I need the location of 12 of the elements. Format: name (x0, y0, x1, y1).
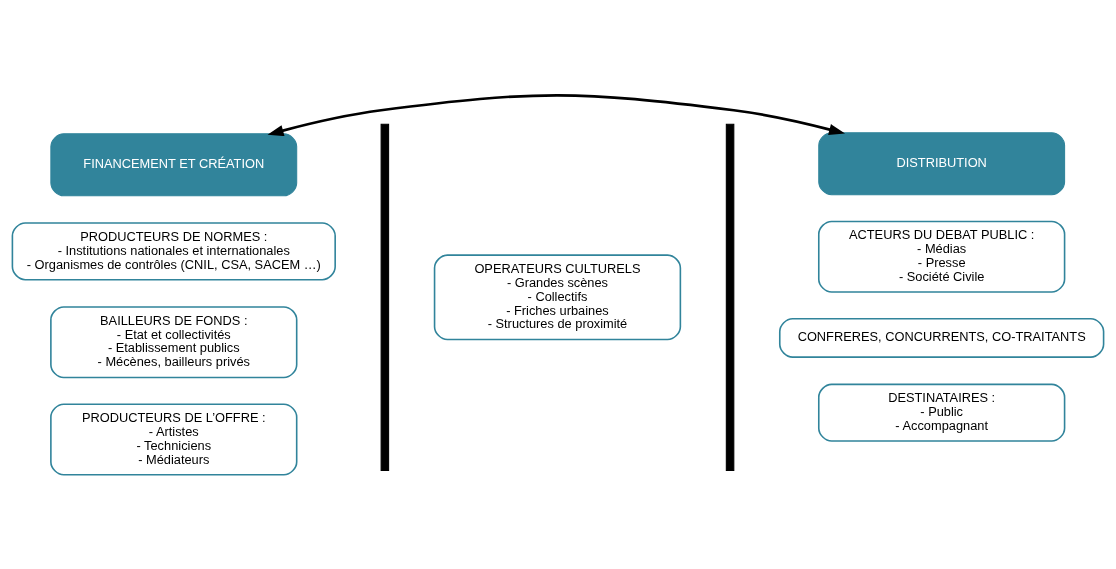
node-box: PRODUCTEURS DE L’OFFRE : - Artistes - Techniciens - Médiateurs (50, 402, 298, 476)
arrow (267, 93, 846, 136)
node-box: ACTEURS DU DEBAT PUBLIC : - Médias - Presse - Société Civile (818, 220, 1066, 293)
node-bar (725, 123, 735, 471)
node-box: DISTRIBUTION (818, 131, 1066, 195)
node-bar (380, 123, 390, 471)
node-box: PRODUCTEURS DE NORMES : - Institutions nationales et internationales - Organismes de contrôles (CNIL, CSA, SACEM …) (11, 221, 336, 280)
node-box: CONFRERES, CONCURRENTS, CO-TRAITANTS (778, 317, 1105, 358)
node-box: BAILLEURS DE FONDS : - Etat et collectivités - Etablissement publics - Mécènes, bailleurs privés (50, 305, 298, 378)
node-box: OPERATEURS CULTURELS - Grandes scènes - Collectifs - Friches urbaines - Structures de proximité (433, 253, 682, 340)
node-box: DESTINATAIRES : - Public - Accompagnant (818, 383, 1066, 442)
node-box: FINANCEMENT ET CRÉATION (50, 132, 298, 196)
